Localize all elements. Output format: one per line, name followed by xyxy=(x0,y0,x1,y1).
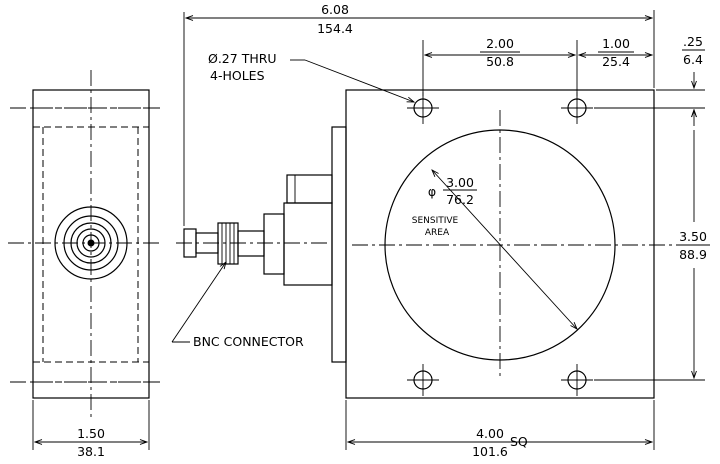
holes-label-2: 4-HOLES xyxy=(210,68,265,83)
overall-length-mm: 154.4 xyxy=(317,21,353,36)
hole-vertical-in: 3.50 xyxy=(679,229,707,244)
hole-vertical-mm: 88.9 xyxy=(679,247,707,262)
connector-neck xyxy=(237,230,265,257)
mounting-hole xyxy=(561,92,593,124)
hole-vertical-dimension: 3.50 88.9 xyxy=(594,110,710,381)
hole-offset-mm: 25.4 xyxy=(602,54,630,69)
side-width-mm: 38.1 xyxy=(77,444,105,459)
mounting-flange xyxy=(331,126,347,363)
mounting-hole xyxy=(407,364,439,396)
sensitive-area-label-1: SENSITIVE xyxy=(412,216,459,226)
diameter-symbol: φ xyxy=(428,184,436,199)
side-width-in: 1.50 xyxy=(77,426,105,441)
bnc-connector xyxy=(176,126,347,363)
hole-offset-in: 1.00 xyxy=(602,36,630,51)
square-width-in: 4.00 xyxy=(476,426,504,441)
connector-housing xyxy=(283,202,333,286)
edge-offset-dimension: .25 6.4 xyxy=(594,34,705,126)
mounting-hole xyxy=(407,92,439,124)
front-view: φ 3.00 76.2 SENSITIVE AREA xyxy=(345,89,680,399)
connector-body xyxy=(263,213,285,275)
holes-label-1: Ø.27 THRU xyxy=(208,51,277,66)
bnc-connector-label: BNC CONNECTOR xyxy=(193,334,304,349)
sensitive-area-label-2: AREA xyxy=(425,228,450,238)
bnc-connector-callout: BNC CONNECTOR xyxy=(171,262,304,349)
hole-pitch-mm: 50.8 xyxy=(486,54,514,69)
square-plate-outline xyxy=(345,89,655,399)
side-width-dimension: 1.50 38.1 xyxy=(32,400,150,459)
overall-length-dimension: 6.08 154.4 xyxy=(183,2,655,226)
square-width-suffix: SQ xyxy=(510,434,528,449)
diameter-leader xyxy=(432,170,577,329)
diameter-mm: 76.2 xyxy=(446,192,474,207)
square-width-mm: 101.6 xyxy=(472,444,508,459)
hole-offset-dimension: 1.00 25.4 xyxy=(579,36,652,69)
overall-length-in: 6.08 xyxy=(321,2,349,17)
hole-pitch-dimension: 2.00 50.8 xyxy=(422,36,578,96)
connector-top-block xyxy=(286,174,333,204)
mounting-hole xyxy=(561,364,593,396)
diameter-in: 3.00 xyxy=(446,175,474,190)
holes-callout: Ø.27 THRU 4-HOLES xyxy=(208,51,414,102)
edge-offset-mm: 6.4 xyxy=(683,52,703,67)
hole-pitch-in: 2.00 xyxy=(486,36,514,51)
edge-offset-in: .25 xyxy=(683,34,703,49)
side-view xyxy=(8,70,160,420)
square-width-dimension: 4.00 101.6 SQ xyxy=(345,400,655,459)
connector-knurl xyxy=(217,222,239,265)
